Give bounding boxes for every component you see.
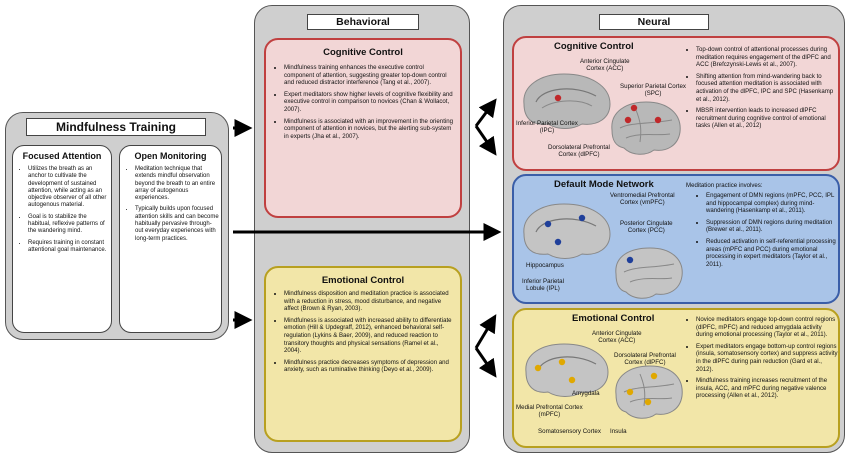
arrow-emotional-up (474, 314, 497, 349)
open-monitoring-panel: Open Monitoring Meditation technique tha… (119, 145, 222, 333)
behavioral-cognitive-title: Cognitive Control (323, 47, 403, 58)
acc-label: Anterior Cingulate Cortex (ACC) (580, 58, 630, 73)
arrow-emotional-down (474, 347, 497, 378)
dmn-title: Default Mode Network (554, 179, 654, 190)
list-item: Expert meditators show higher levels of … (284, 91, 454, 114)
list-item: Mindfulness practice decreases symptoms … (284, 359, 456, 374)
dlpfc-marker (654, 116, 662, 124)
focused-attention-panel: Focused Attention Utilizes the breath as… (12, 145, 112, 333)
neural-cognitive-panel: Cognitive Control Anterior Cingulate Cor… (512, 36, 840, 171)
behavioral-group: Behavioral Cognitive Control Mindfulness… (254, 5, 470, 453)
list-item: Suppression of DMN regions during medita… (706, 219, 838, 234)
neural-emotional-title: Emotional Control (572, 313, 655, 324)
spc-marker (630, 104, 638, 112)
dmn-brain-medial-image (523, 203, 611, 259)
behavioral-emotional-title: Emotional Control (321, 275, 405, 286)
mindfulness-training-title: Mindfulness Training (26, 118, 206, 136)
emo-acc-label: Anterior Cingulate Cortex (ACC) (592, 330, 642, 345)
focused-attention-list: Utilizes the breath as an anchor to cult… (18, 166, 108, 258)
list-item: Expert meditators engage bottom-up contr… (696, 343, 838, 373)
emotional-brain-lateral-image (615, 365, 683, 419)
list-item: Requires training in constant attentiona… (28, 240, 108, 255)
list-item: MBSR intervention leads to increased dlP… (696, 107, 838, 130)
mindfulness-training-group: Mindfulness Training Focused Attention U… (5, 112, 229, 340)
pcc-marker (544, 220, 552, 228)
cognitive-brain-lateral-image (611, 101, 681, 155)
vmpfc-marker (578, 214, 586, 222)
list-item: Novice meditators engage top-down contro… (696, 316, 838, 339)
behavioral-cognitive-panel: Cognitive Control Mindfulness training e… (264, 38, 462, 218)
ipc-label: Inferior Parietal Cortex (IPC) (516, 120, 578, 135)
behavioral-emotional-panel: Emotional Control Mindfulness dispositio… (264, 266, 462, 442)
behavioral-title: Behavioral (307, 14, 419, 30)
neural-emotional-list: Novice meditators engage top-down contro… (686, 316, 838, 404)
mpfc-marker (534, 364, 542, 372)
behavioral-cognitive-list: Mindfulness training enhances the execut… (274, 64, 454, 144)
list-item: Reduced activation in self-referential p… (706, 238, 838, 268)
acc-marker (554, 94, 562, 102)
somatosensory-label: Somatosensory Cortex (538, 428, 601, 435)
mpfc-label: Medial Prefrontal Cortex (mPFC) (516, 404, 583, 419)
hippocampus-label: Hippocampus (526, 262, 564, 269)
dmn-panel: Default Mode Network Ventromedial Prefro… (512, 174, 840, 304)
pcc-label: Posterior Cingulate Cortex (PCC) (620, 220, 673, 235)
list-item: Mindfulness disposition and meditation p… (284, 290, 456, 313)
emotional-brain-medial-image (525, 343, 609, 397)
insula-label: Insula (610, 428, 627, 435)
spc-label: Superior Parietal Cortex (SPC) (620, 83, 687, 98)
list-item: Goal is to stabilize the habitual, refle… (28, 214, 108, 236)
list-item: Top-down control of attentional processe… (696, 46, 838, 69)
neural-group: Neural Cognitive Control Anterior Cingul… (503, 5, 845, 453)
amygdala-marker (568, 376, 576, 384)
open-monitoring-title: Open Monitoring (134, 151, 207, 161)
list-item: Mindfulness training increases recruitme… (696, 377, 838, 400)
dmn-list: Engagement of DMN regions (mPFC, PCC, IP… (696, 192, 838, 272)
cognitive-brain-medial-image (523, 73, 611, 129)
ipc-marker (624, 116, 632, 124)
list-item: Mindfulness is associated with an improv… (284, 118, 454, 141)
list-item: Shifting attention from mind-wandering b… (696, 73, 838, 103)
list-item: Mindfulness training enhances the execut… (284, 64, 454, 87)
open-monitoring-list: Meditation technique that extends mindfu… (125, 166, 219, 247)
hippocampus-marker (554, 238, 562, 246)
ipl-label: Inferior Parietal Lobule (IPL) (522, 278, 564, 293)
amygdala-label: Amygdala (572, 390, 600, 397)
behavioral-emotional-list: Mindfulness disposition and meditation p… (274, 290, 456, 378)
list-item: Utilizes the breath as an anchor to cult… (28, 166, 108, 210)
neural-emotional-panel: Emotional Control Anterior Cingulate Cor… (512, 308, 840, 448)
arrow-cognitive-down (474, 125, 497, 156)
arrow-cognitive-up (474, 98, 497, 127)
emo-dlpfc-marker (650, 372, 658, 380)
focused-attention-title: Focused Attention (22, 151, 102, 161)
neural-cognitive-title: Cognitive Control (554, 41, 634, 52)
neural-title: Neural (599, 14, 709, 30)
ipl-marker (626, 256, 634, 264)
dlpfc-label: Dorsolateral Prefrontal Cortex (dlPFC) (548, 144, 610, 159)
neural-cognitive-list: Top-down control of attentional processe… (686, 46, 838, 134)
list-item: Mindfulness is associated with increased… (284, 317, 456, 355)
emo-dlpfc-label: Dorsolateral Prefrontal Cortex (dlPFC) (614, 352, 676, 367)
somatosensory-marker (626, 388, 634, 396)
emo-acc-marker (558, 358, 566, 366)
dmn-intro: Meditation practice involves: (686, 182, 763, 189)
list-item: Typically builds upon focused attention … (135, 206, 219, 242)
list-item: Engagement of DMN regions (mPFC, PCC, IP… (706, 192, 838, 215)
vmpfc-label: Ventromedial Prefrontal Cortex (vmPFC) (610, 192, 675, 207)
insula-marker (644, 398, 652, 406)
dmn-brain-lateral-image (615, 247, 683, 299)
list-item: Meditation technique that extends mindfu… (135, 166, 219, 202)
